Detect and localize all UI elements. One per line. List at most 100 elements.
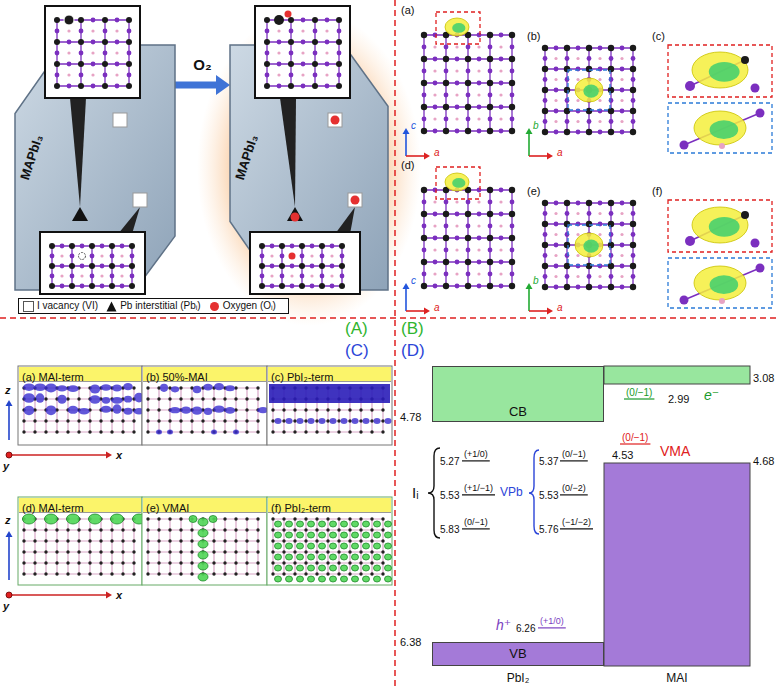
iodine-atom <box>488 224 493 229</box>
iodine-atom <box>455 260 460 265</box>
atom <box>179 539 182 542</box>
iodine-atom <box>620 285 625 290</box>
charge-density <box>225 407 236 414</box>
iodine-atom <box>510 45 515 50</box>
bond <box>545 68 633 69</box>
iodine-atom <box>127 51 132 56</box>
iodine-atom <box>576 67 581 72</box>
lead-atom <box>630 200 636 206</box>
bond <box>327 519 328 574</box>
bond <box>424 34 512 35</box>
iodine-atom <box>609 98 614 103</box>
panel-letter: (B) <box>401 320 424 339</box>
atom <box>359 419 362 422</box>
ma-molecule <box>598 212 601 215</box>
atom <box>33 539 36 542</box>
axis-arrow <box>9 454 106 456</box>
lead-atom <box>126 83 132 89</box>
iodine-atom <box>576 46 581 51</box>
iodine-atom <box>499 260 504 265</box>
atom <box>315 397 318 400</box>
iodine-atom <box>466 45 471 50</box>
bond <box>588 203 589 287</box>
interstitial-marker <box>72 207 88 221</box>
iodine-atom <box>277 84 282 89</box>
atom <box>304 517 307 520</box>
lead-atom <box>54 83 60 89</box>
axis-arrow-head <box>106 452 112 459</box>
charge-density <box>363 418 370 424</box>
iodine-atom <box>277 40 282 45</box>
atom <box>88 550 91 553</box>
atom <box>132 408 135 411</box>
iodine-atom <box>477 212 482 217</box>
lead-atom <box>421 187 427 193</box>
atom <box>121 386 124 389</box>
atom <box>223 408 226 411</box>
charge-density <box>363 576 370 582</box>
charge-density <box>167 430 173 435</box>
iodine-atom <box>67 84 72 89</box>
energy-level <box>462 528 490 529</box>
atom <box>381 539 384 542</box>
charge-density <box>133 514 146 524</box>
atom <box>223 419 226 422</box>
bond <box>305 519 306 574</box>
atom <box>44 528 47 531</box>
vacancy-symbol <box>24 301 34 311</box>
charge-density <box>352 576 359 582</box>
atom <box>381 550 384 553</box>
atom <box>33 517 36 520</box>
lead-atom <box>487 211 493 217</box>
atom <box>293 550 296 553</box>
atom <box>370 561 373 564</box>
atom <box>201 528 204 531</box>
bond <box>261 246 262 286</box>
atom <box>132 419 135 422</box>
lead-atom <box>264 39 270 45</box>
bond <box>78 388 79 432</box>
atom <box>348 572 351 575</box>
lead-atom <box>421 259 427 265</box>
atom <box>33 397 36 400</box>
ma-molecule <box>91 29 94 32</box>
iodine-atom <box>477 129 482 134</box>
atom <box>256 419 259 422</box>
charge-density <box>78 408 89 415</box>
lead-atom <box>509 32 515 38</box>
atom <box>190 419 193 422</box>
bond <box>51 246 52 286</box>
zoom-box <box>668 103 772 153</box>
ma-molecule <box>598 120 601 123</box>
charge-density <box>352 554 359 560</box>
lead-atom <box>564 284 570 290</box>
bond <box>545 265 633 266</box>
atom <box>326 386 329 389</box>
axis-arrow <box>406 155 424 157</box>
bond <box>257 388 258 432</box>
lead-atom <box>264 83 270 89</box>
iodine-atom <box>80 244 85 249</box>
charge-density <box>24 406 35 416</box>
iodine-atom <box>422 200 427 205</box>
atom <box>381 528 384 531</box>
iodine-atom <box>260 274 265 279</box>
axis-arrow-head <box>403 283 410 289</box>
charge-density <box>45 384 57 393</box>
charge-density <box>203 384 213 391</box>
atom <box>157 517 160 520</box>
iodine-atom <box>320 274 325 279</box>
iodine-atom <box>565 253 570 258</box>
atom <box>33 550 36 553</box>
brace <box>529 450 539 534</box>
charge-transition: (0/−1) <box>622 432 648 443</box>
iodine-atom <box>300 254 305 259</box>
bond <box>80 20 81 86</box>
ma-molecule <box>115 51 118 54</box>
iodine-atom <box>455 236 460 241</box>
slab-shape <box>230 45 388 290</box>
atom <box>337 397 340 400</box>
atom <box>168 539 171 542</box>
lead-atom <box>542 221 548 227</box>
ma-molecule <box>576 120 579 123</box>
